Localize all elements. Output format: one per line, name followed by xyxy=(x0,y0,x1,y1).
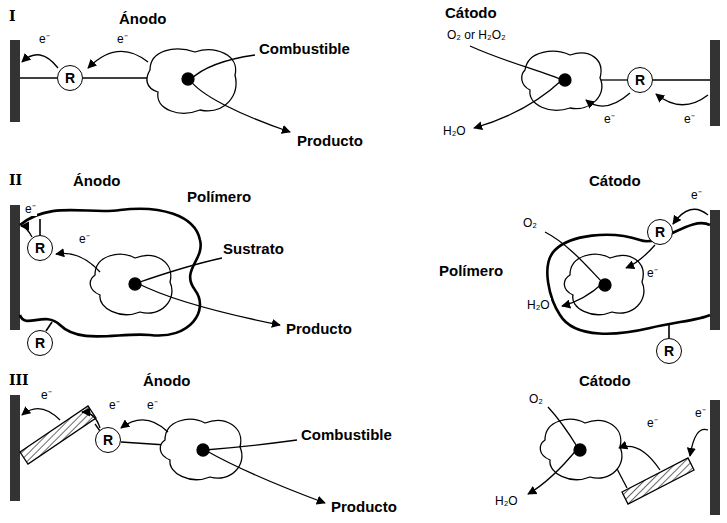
electron-arrow xyxy=(619,446,660,470)
species-label: O₂ xyxy=(528,392,544,406)
electron-arrow xyxy=(690,429,708,456)
mediator-label: R xyxy=(664,344,674,358)
electrode xyxy=(710,210,720,330)
tether-line xyxy=(83,77,152,78)
species-label: e⁻ xyxy=(694,406,707,420)
part-label: Producto xyxy=(285,320,353,338)
mediator-label: R xyxy=(103,433,113,447)
part-label: Ánodo xyxy=(118,10,167,28)
species-label: e⁻ xyxy=(690,188,703,202)
species-label: e⁻ xyxy=(603,112,616,126)
reaction-arrow xyxy=(470,46,562,128)
panel-number: II xyxy=(8,172,23,189)
part-label: Combustible xyxy=(258,40,351,58)
species-label: e⁻ xyxy=(40,388,53,402)
redox-mediator-circle: R xyxy=(627,67,653,93)
reaction-arrow xyxy=(545,232,603,306)
tether-line xyxy=(121,442,166,445)
electron-arrow xyxy=(56,253,100,272)
electron-arrow xyxy=(22,409,60,420)
electron-arrow xyxy=(22,55,58,68)
electron-arrow xyxy=(82,412,100,428)
mediator-label: R xyxy=(635,73,645,87)
panel-number: I xyxy=(8,8,17,25)
redox-mediator-circle: R xyxy=(27,235,53,261)
electrode xyxy=(10,395,20,501)
electrode xyxy=(710,400,720,515)
species-label: e⁻ xyxy=(683,112,696,126)
electron-arrow xyxy=(673,209,708,224)
redox-mediator-circle: R xyxy=(57,65,83,91)
panel-number: III xyxy=(8,372,30,389)
part-label: Producto xyxy=(296,132,364,150)
species-label: H₂O xyxy=(442,124,467,138)
species-label: e⁻ xyxy=(146,398,159,412)
tether-line xyxy=(46,322,52,331)
tether-line xyxy=(39,219,41,235)
species-label: e⁻ xyxy=(78,232,91,246)
tether-line xyxy=(653,79,710,80)
species-label: H₂O xyxy=(494,494,519,508)
mediator-label: R xyxy=(65,71,75,85)
part-label: Cátodo xyxy=(444,4,498,22)
electron-arrow xyxy=(121,420,168,432)
part-label: Ánodo xyxy=(72,172,121,190)
electrode xyxy=(10,40,20,122)
mediator-label: R xyxy=(35,241,45,255)
species-label: e⁻ xyxy=(24,202,37,216)
electron-arrow xyxy=(656,94,708,105)
polymer-chain xyxy=(547,223,710,334)
redox-mediator-circle: R xyxy=(95,427,121,453)
electrode xyxy=(10,205,20,330)
electron-arrow xyxy=(626,245,655,268)
reaction-arrow xyxy=(528,407,578,494)
part-label: Combustible xyxy=(300,426,393,444)
nanotube xyxy=(622,458,694,504)
species-label: e⁻ xyxy=(646,416,659,430)
species-label: O₂ xyxy=(522,216,538,230)
reaction-arrow xyxy=(205,440,325,503)
part-label: Polímero xyxy=(438,262,504,280)
species-label: O₂ or H₂O₂ xyxy=(446,28,507,42)
enzyme-outline xyxy=(90,254,172,314)
electrode xyxy=(710,40,720,126)
tether-line xyxy=(600,79,627,80)
part-label: Sustrato xyxy=(222,240,285,258)
mediator-label: R xyxy=(655,225,665,239)
tether-line xyxy=(20,77,57,78)
part-label: Producto xyxy=(330,498,398,516)
redox-mediator-circle: R xyxy=(647,219,673,245)
tether-line xyxy=(668,324,670,338)
electron-arrow xyxy=(586,93,630,106)
part-label: Polímero xyxy=(186,188,252,206)
redox-mediator-circle: R xyxy=(27,330,53,356)
polymer-chain xyxy=(20,209,201,337)
mediator-label: R xyxy=(35,336,45,350)
enzyme-outline xyxy=(540,419,622,479)
nanotube xyxy=(20,406,96,464)
electron-arrow xyxy=(88,51,148,68)
enzyme-outline xyxy=(160,419,242,479)
enzyme-outline xyxy=(564,254,644,314)
part-label: Cátodo xyxy=(588,172,642,190)
electron-arrow xyxy=(21,226,32,237)
species-label: e⁻ xyxy=(646,266,659,280)
part-label: Ánodo xyxy=(142,372,191,390)
species-label: e⁻ xyxy=(108,398,121,412)
reaction-arrow xyxy=(137,258,280,325)
redox-mediator-circle: R xyxy=(656,338,682,364)
species-label: e⁻ xyxy=(38,32,51,46)
species-label: e⁻ xyxy=(116,32,129,46)
reaction-arrow xyxy=(190,55,290,132)
species-label: H₂O xyxy=(526,298,551,312)
part-label: Cátodo xyxy=(578,372,632,390)
